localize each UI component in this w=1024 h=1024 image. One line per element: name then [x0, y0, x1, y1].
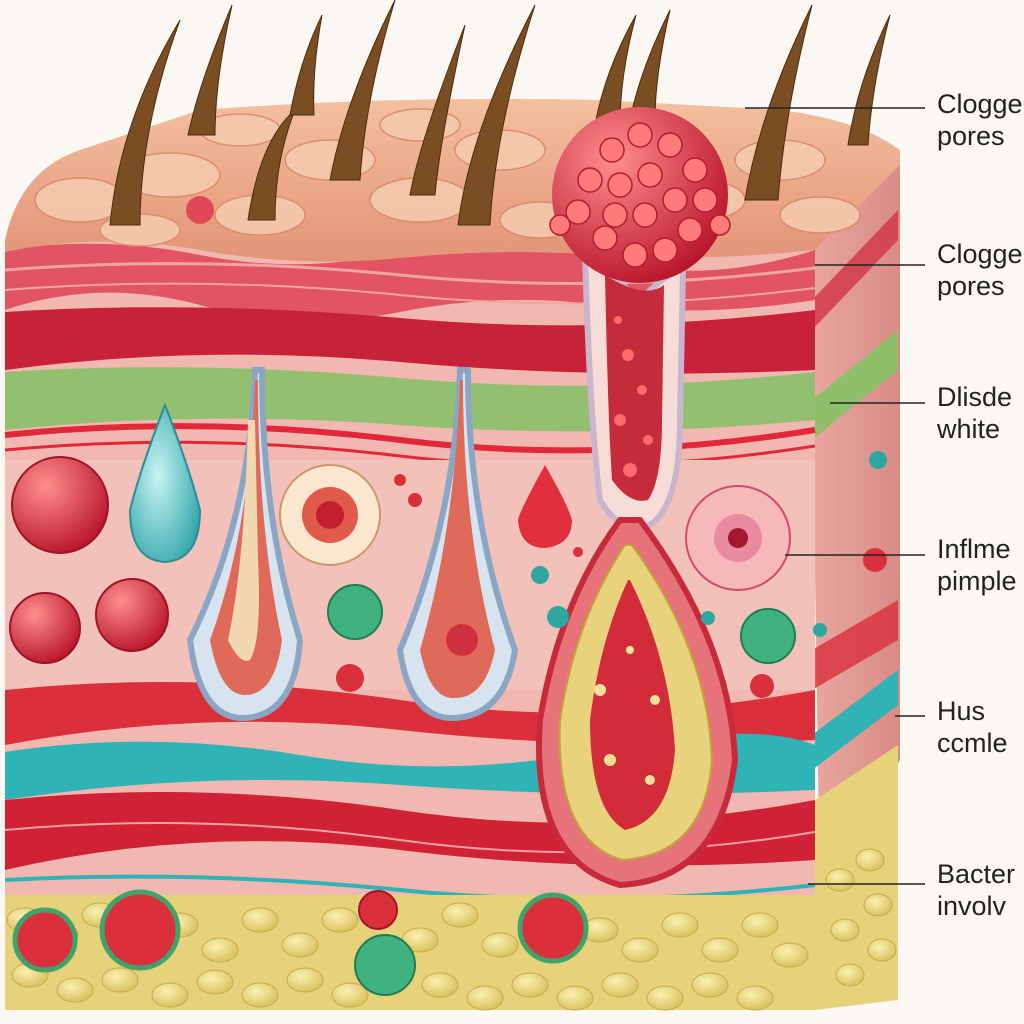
red-lump-3: [95, 578, 169, 652]
callout-line2: white: [937, 414, 1001, 444]
callout-comedones: Hus ccmle: [937, 695, 1024, 759]
hair-shafts: [109, 0, 891, 226]
red-droplet: [518, 465, 572, 548]
callout-whiteheads: Dlisde white: [937, 381, 1024, 445]
callout-line2: involv: [937, 891, 1007, 921]
callout-clogged-pores-2: Clogge pores: [937, 238, 1024, 302]
pink-cell-flower: [685, 485, 791, 591]
callout-line1: Bacter: [937, 859, 1016, 889]
callout-line2: pores: [937, 121, 1005, 151]
green-cell-3: [354, 934, 416, 996]
clogged-pore-channel: [581, 248, 687, 531]
red-lump-2: [9, 592, 81, 664]
clear-fluid-droplet: [128, 402, 202, 564]
white-cell-flower: [279, 464, 381, 566]
callout-line1: Inflme: [937, 534, 1011, 564]
green-cell-1: [327, 584, 383, 640]
callout-line1: Dlisde: [937, 382, 1013, 412]
callout-line2: pimple: [937, 566, 1017, 596]
bacteria-cluster-2: [99, 889, 181, 971]
bacteria-cluster-3: [517, 892, 589, 964]
red-papule-head: [549, 107, 731, 283]
dermis-cells: [9, 402, 887, 996]
inflamed-cyst: [536, 517, 739, 889]
callout-line2: ccmle: [937, 728, 1008, 758]
callout-bacteria-involved: Bacter involv: [937, 858, 1024, 922]
green-cell-2: [740, 608, 796, 664]
pointer-lines: [745, 107, 925, 885]
blood-cell-1: [358, 890, 398, 930]
callout-line1: Clogge: [937, 89, 1023, 119]
hair-follicle-right: [396, 367, 519, 722]
hair-follicle-left: [186, 367, 304, 722]
callout-line1: Hus: [937, 696, 986, 726]
bacteria-cluster-1: [12, 907, 78, 973]
callout-clogged-pores-1: Clogge pores: [937, 88, 1024, 152]
surface-blemish: [186, 196, 214, 224]
red-lump-1: [11, 456, 109, 554]
fat-cells: [6, 848, 897, 1011]
callout-line2: pores: [937, 271, 1005, 301]
callout-line1: Clogge: [937, 239, 1023, 269]
callout-inflamed-pimple: Inflme pimple: [937, 533, 1024, 597]
block-side-face: [810, 160, 900, 1010]
